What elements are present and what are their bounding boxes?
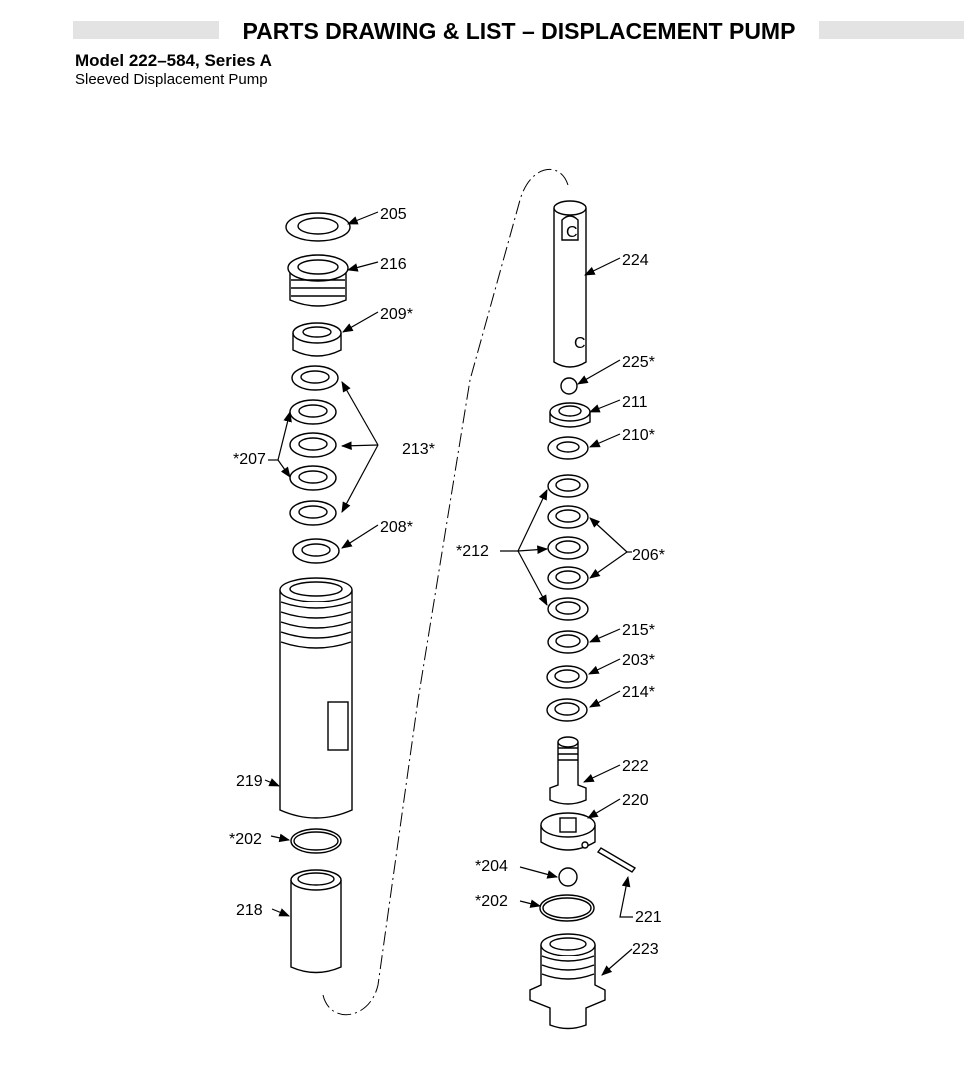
- callout-216: 216: [380, 256, 407, 273]
- part-206-packing: [547, 566, 589, 590]
- part-225-ball: [560, 377, 578, 395]
- part-221-pin: [596, 847, 637, 873]
- part-214-backup-washer: [546, 698, 588, 722]
- callout-208: 208*: [380, 519, 413, 536]
- part-206-packing: [547, 505, 589, 529]
- callout-214: 214*: [622, 684, 655, 701]
- assembly-centerline: [322, 168, 569, 1016]
- callout-210: 210*: [622, 427, 655, 444]
- callout-207: *207: [233, 451, 266, 468]
- part-222-piston-valve: [549, 736, 587, 805]
- page-title: PARTS DRAWING & LIST – DISPLACEMENT PUMP: [242, 18, 796, 44]
- callout-221: 221: [635, 909, 662, 926]
- part-224-displacement-rod: [553, 200, 587, 368]
- part-208-gland: [292, 538, 340, 564]
- part-211-nut: [549, 402, 591, 428]
- rod-mark-bottom: C: [574, 335, 586, 352]
- part-202-o-ring: [290, 828, 342, 854]
- part-220-piston: [540, 812, 596, 851]
- part-202-o-ring: [539, 894, 595, 922]
- part-213-packing: [289, 500, 337, 526]
- callout-205: 205: [380, 206, 407, 223]
- callout-211: 211: [622, 394, 648, 411]
- part-212-packing: [547, 536, 589, 560]
- part-223-intake-valve-housing: [529, 933, 606, 1030]
- title-rule-left: [73, 21, 219, 39]
- pump-description: Sleeved Displacement Pump: [75, 71, 268, 88]
- part-216-packing-nut: [287, 254, 349, 307]
- title-rule-right: [819, 21, 964, 39]
- part-207-packing: [289, 399, 337, 425]
- part-215-gland: [547, 630, 589, 654]
- callout-206: 206*: [632, 547, 665, 564]
- callout-225: 225*: [622, 354, 655, 371]
- part-210-washer: [547, 436, 589, 460]
- callout-212: *212: [456, 543, 489, 560]
- callout-222: 222: [622, 758, 649, 775]
- callout-209: 209*: [380, 306, 413, 323]
- callout-215: 215*: [622, 622, 655, 639]
- callout-224: 224: [622, 252, 649, 269]
- part-213-packing: [289, 432, 337, 458]
- callout-220: 220: [622, 792, 649, 809]
- callout-203: 203*: [622, 652, 655, 669]
- part-219-cylinder: [279, 577, 353, 819]
- rod-mark-top: C: [566, 224, 578, 241]
- part-207-packing: [289, 465, 337, 491]
- callout-213: 213*: [402, 441, 435, 458]
- part-205-ring: [285, 212, 351, 242]
- callout-218: 218: [236, 902, 263, 919]
- part-218-sleeve: [290, 869, 342, 974]
- part-212-packing: [547, 474, 589, 498]
- callout-202-right: *202: [475, 893, 508, 910]
- callout-223: 223: [632, 941, 659, 958]
- model-number: Model 222–584, Series A: [75, 51, 272, 70]
- part-212-packing: [547, 597, 589, 621]
- part-204-ball: [558, 867, 578, 887]
- part-213-packing: [291, 365, 339, 391]
- callout-202-left: *202: [229, 831, 262, 848]
- callout-204: *204: [475, 858, 508, 875]
- callout-219: 219: [236, 773, 263, 790]
- part-203-seal: [546, 665, 588, 689]
- part-209-bearing: [292, 322, 342, 357]
